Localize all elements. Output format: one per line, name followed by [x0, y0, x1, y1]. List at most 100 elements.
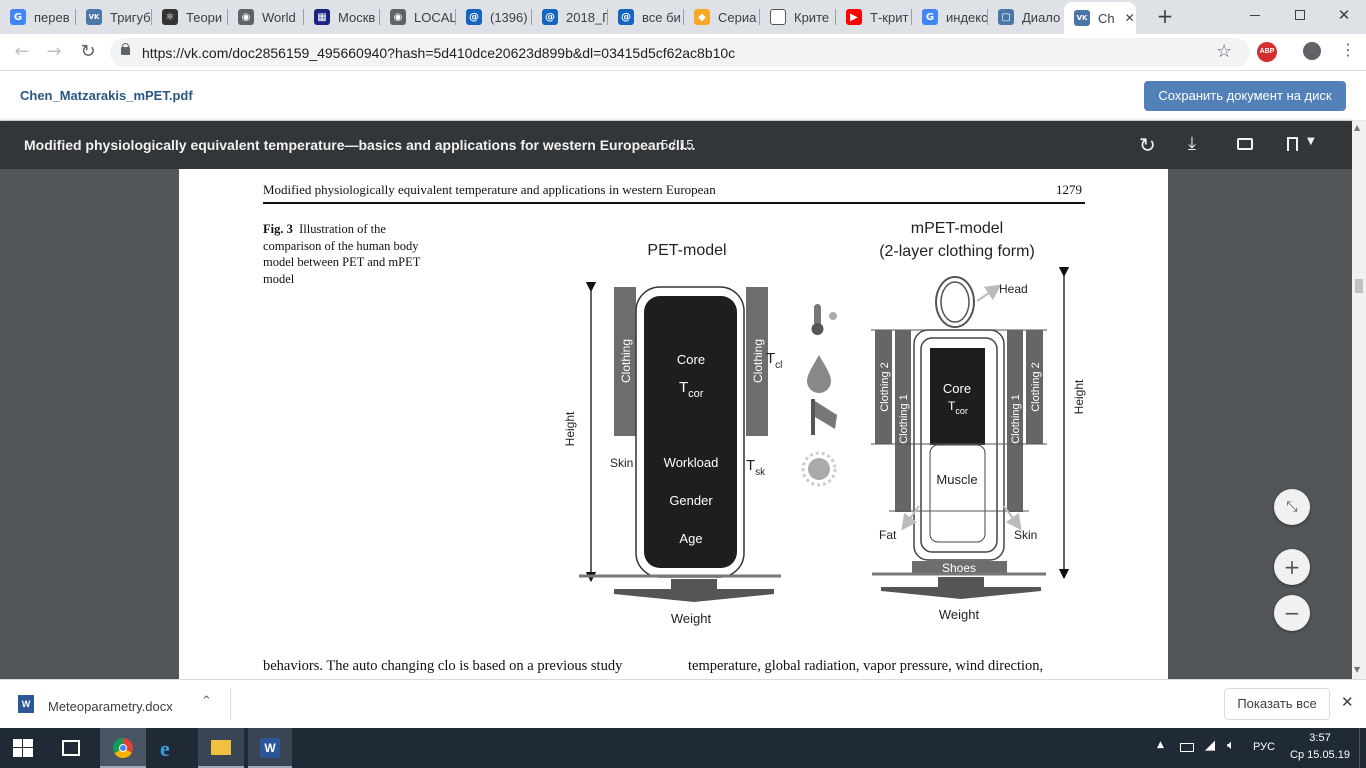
pet-workload-label: Workload — [664, 455, 719, 470]
header-rule — [263, 202, 1085, 204]
lock-shackle-icon — [122, 43, 129, 49]
back-button[interactable]: ← — [14, 41, 30, 62]
task-view-icon[interactable] — [62, 740, 80, 756]
browser-tab-3[interactable]: ⚛Теори — [152, 3, 228, 31]
battery-icon[interactable] — [1180, 743, 1194, 752]
page-icon — [770, 9, 786, 25]
show-all-button[interactable]: Показать все — [1224, 688, 1330, 720]
reload-button[interactable]: ↻ — [80, 41, 96, 62]
mpet-clothing1-right-label: Clothing 1 — [1010, 394, 1022, 444]
scroll-down-arrow[interactable]: ▼ — [1354, 665, 1361, 674]
language-indicator[interactable]: РУС — [1253, 741, 1276, 753]
running-head: Modified physiologically equivalent temp… — [263, 182, 716, 197]
close-download-bar-icon[interactable]: ✕ — [1341, 693, 1354, 711]
bookmark-icon[interactable] — [1287, 137, 1298, 151]
mpet-clothing1-left-label: Clothing 1 — [898, 394, 910, 444]
tab-title: Крите — [794, 9, 830, 25]
pet-clothing-left-label: Clothing — [619, 339, 633, 383]
browser-tab-10[interactable]: ◆Сериа — [684, 3, 760, 31]
adblock-icon[interactable]: ABP — [1257, 42, 1277, 62]
mpet-clothing2-right — [1026, 330, 1043, 444]
mpet-weight-arrow-stem — [938, 577, 984, 589]
atom-icon: ⚛ — [162, 9, 178, 25]
scroll-thumb[interactable] — [1355, 279, 1363, 293]
forward-button[interactable]: → — [46, 41, 62, 62]
lock-icon — [121, 47, 130, 55]
pet-tcor-label: Tcor — [679, 379, 704, 400]
tab-title: (1396) — [490, 9, 528, 25]
page-indicator[interactable]: 5 / 15 — [661, 137, 694, 152]
rotate-icon[interactable]: ↻ — [1139, 133, 1156, 157]
page-scrollbar[interactable]: ▲ ▼ — [1352, 121, 1366, 679]
mpet-clothing2-left-label: Clothing 2 — [879, 362, 891, 412]
globe-icon: ◉ — [238, 9, 254, 25]
browser-tab-8[interactable]: @2018_Г — [532, 3, 608, 31]
close-tab-icon[interactable]: ✕ — [1124, 11, 1135, 25]
sun-icon — [801, 451, 837, 487]
download-item-chevron-icon[interactable]: ⌃ — [201, 694, 212, 709]
pet-age-label: Age — [679, 531, 702, 546]
figure-label: Fig. 3 — [263, 222, 293, 236]
pdf-viewport: Modified physiologically equivalent temp… — [0, 169, 1352, 679]
tab-title: Ch — [1098, 10, 1115, 26]
windows-start-icon[interactable] — [13, 739, 33, 757]
water-drop-icon — [807, 355, 831, 393]
mail-at-icon: @ — [542, 9, 558, 25]
fit-page-button[interactable]: ⤡ — [1274, 489, 1310, 525]
explorer-taskbar-button[interactable] — [198, 728, 244, 768]
menu-icon[interactable]: ⋮ — [1340, 40, 1356, 59]
network-icon[interactable]: ◢ — [1205, 738, 1215, 753]
doc-filename-link[interactable]: Chen_Matzarakis_mPET.pdf — [20, 88, 193, 103]
tray-expand-icon[interactable]: ▲ — [1157, 740, 1164, 750]
download-item-name[interactable]: Meteoparametry.docx — [48, 699, 173, 714]
mpet-height-label: Height — [1072, 379, 1086, 414]
save-to-disk-button[interactable]: Сохранить документ на диск — [1144, 81, 1346, 111]
browser-tab-14[interactable]: ▢Диало — [988, 3, 1064, 31]
browser-tab-7[interactable]: @(1396) — [456, 3, 532, 31]
tab-title: все би — [642, 9, 681, 25]
pet-model-title: PET-model — [647, 242, 726, 259]
tab-title: World — [262, 9, 296, 25]
browser-tab-11[interactable]: Крите — [760, 3, 836, 31]
new-tab-button[interactable]: + — [1156, 4, 1174, 28]
print-icon[interactable] — [1237, 138, 1253, 150]
address-bar[interactable]: https://vk.com/doc2856159_495660940?hash… — [110, 38, 1250, 67]
ie-icon[interactable]: e — [160, 736, 170, 761]
zoom-in-button[interactable]: + — [1274, 549, 1310, 585]
download-icon[interactable]: ⤓ — [1188, 133, 1196, 154]
browser-tab-12[interactable]: ▶Т-крит — [836, 3, 912, 31]
close-window-button[interactable]: ✕ — [1337, 6, 1351, 24]
browser-tab-5[interactable]: ▦Москв — [304, 3, 380, 31]
chrome-taskbar-button[interactable] — [100, 728, 146, 768]
volume-icon[interactable]: 🔈︎ — [1227, 738, 1235, 753]
pet-weight-arrow-stem — [671, 579, 717, 591]
body-text-right: temperature, global radiation, vapor pre… — [688, 658, 1044, 674]
bookmark-dropdown-icon[interactable]: ▼ — [1307, 136, 1315, 147]
bookmark-star-icon[interactable]: ☆ — [1216, 41, 1233, 62]
browser-tab-9[interactable]: @все би — [608, 3, 684, 31]
browser-tab-4[interactable]: ◉ World — [228, 3, 304, 31]
profile-icon[interactable] — [1303, 42, 1321, 60]
pdf-title: Modified physiologically equivalent temp… — [24, 137, 696, 153]
tab-title: Тригуб — [110, 9, 151, 25]
zoom-out-button[interactable]: − — [1274, 595, 1310, 631]
word-taskbar-button[interactable]: W — [248, 728, 292, 768]
tab-title: Т-крит — [870, 9, 909, 25]
clock-time[interactable]: 3:57 — [1309, 732, 1331, 744]
minimize-button[interactable] — [1234, 0, 1278, 30]
clock-date[interactable]: Ср 15.05.19 — [1290, 749, 1350, 761]
notifications-icon[interactable] — [1359, 728, 1366, 768]
mpet-model-title-1: mPET-model — [911, 220, 1003, 237]
pet-gender-label: Gender — [669, 493, 713, 508]
tab-separator — [303, 9, 304, 25]
tab-separator — [455, 9, 456, 25]
browser-tab-6[interactable]: ◉LOCAL — [380, 3, 456, 31]
restore-button[interactable] — [1278, 0, 1322, 30]
mpet-clothing1-right — [1007, 330, 1023, 512]
figure-caption-text: Illustration of the comparison of the hu… — [263, 222, 421, 286]
scroll-up-arrow[interactable]: ▲ — [1354, 123, 1361, 132]
